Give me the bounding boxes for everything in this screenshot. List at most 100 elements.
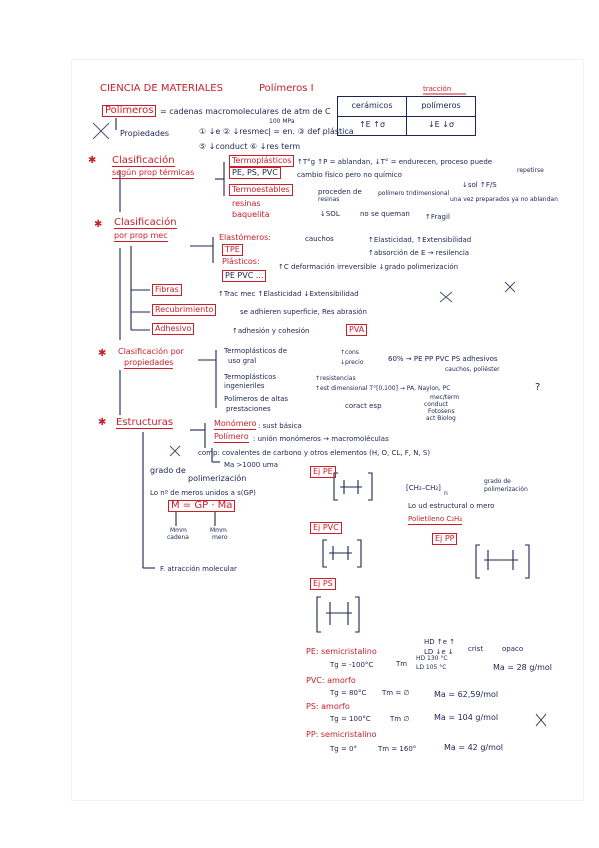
s2-title: Clasificación [114, 217, 177, 229]
s3-title-2: propiedades [124, 358, 174, 369]
monomero-label: Monómero [214, 419, 257, 430]
eq-label-1: Mmm [170, 527, 187, 534]
te-example-2: baquelita [232, 210, 270, 219]
s3-c1n2: conduct [424, 401, 449, 408]
s3-a1v2: cauchos, poliéster [445, 366, 500, 373]
elastomeros-label: Elastómeros: [219, 233, 271, 242]
table-header-polimeros: polímeros [407, 97, 475, 117]
adhesivo-text: ↑adhesión y cohesión [232, 327, 310, 335]
s4-title: Estructuras [116, 417, 174, 429]
eq-label-2b: mero [212, 534, 228, 541]
pvc-tm: Tm = ∅ [382, 689, 410, 697]
te-text-4: ↑Fragil [425, 213, 450, 221]
gp-equation: M = GP · Ma [168, 500, 236, 512]
pe-tm-hd: HD 130 °C [416, 655, 448, 662]
table-cell: ↑E ↑σ [358, 120, 386, 129]
prop-note: 100 MPa [269, 118, 295, 125]
notebook-page [72, 60, 583, 800]
tp-text-2b: repetirse [517, 167, 544, 174]
te-text-1b: resinas [318, 196, 340, 203]
s3-a1r2: ↓precio [340, 359, 364, 366]
pe-note-1: grado de [484, 478, 511, 485]
table-cell: ↓E ↓σ [427, 120, 455, 129]
s3-b1r2: ↑est dimensional T°[0,100] → PA, Naylon,… [315, 385, 451, 392]
fibras-text: ↑Trac mec ↑Elasticidad ↓Extensibilidad [218, 290, 359, 298]
question-mark: ? [535, 382, 541, 393]
propiedades-label: Propiedades [120, 129, 170, 138]
ej-pvc-box: Ej PVC [310, 522, 342, 534]
traccion-label: tracción [423, 85, 452, 93]
pe-formula: [CH₂–CH₂] [406, 484, 441, 492]
s3-a1r: ↑cons [340, 349, 359, 356]
tp-text-2: cambio físico pero no químico [297, 171, 402, 179]
te-text-1: proceden de [318, 188, 362, 196]
pe-crist: crist [468, 645, 484, 653]
s1-title-2: según prop térmicas [112, 168, 195, 179]
s3-title: Clasificación por [118, 347, 184, 356]
pe-summary-label: PE: semicristalino [306, 647, 377, 656]
star-bullet: ✱ [88, 155, 97, 166]
termoestables-box: Termoestables [229, 184, 293, 196]
te-text-1c: polímero tridimensional [378, 190, 450, 197]
page-title: CIENCIA DE MATERIALES [100, 83, 223, 94]
monomero-text: : sust básica [258, 422, 302, 430]
pp-ma: Ma = 42 g/mol [444, 743, 503, 752]
te-text-1d: una vez preparados ya no ablandan [450, 196, 558, 203]
pe-name: Polietileno C₂H₄ [408, 515, 463, 525]
s3-b1: Termoplásticos [224, 373, 277, 381]
te-text-2: ↓SOL [320, 210, 340, 218]
pp-summary-label: PP: semicristalino [306, 730, 377, 739]
polimeros-definition: = cadenas macromoleculares de atm de C [160, 107, 331, 116]
ps-summary-label: PS: amorfo [306, 702, 350, 711]
pe-note-3: Lo ud estructural o mero [408, 502, 495, 510]
plasticos-text: ↑C deformación irreversible ↓grado polim… [278, 263, 459, 271]
s3-c1b: prestaciones [226, 405, 271, 413]
pe-note-2: polimerización [484, 486, 528, 493]
tp-examples-box: PE, PS, PVC [229, 167, 281, 179]
f-atraccion: F. atracción molecular [160, 565, 237, 573]
te-example-1: resinas [232, 199, 261, 208]
adhesivo-box: Adhesivo [152, 323, 195, 335]
ps-tm: Tm ∅ [390, 715, 410, 723]
comp-text: comp: covalentes de carbono y otros elem… [198, 449, 431, 457]
s3-c1n1: mec/term [430, 394, 460, 401]
star-bullet: ✱ [98, 348, 107, 359]
recubrimiento-box: Recubrimiento [152, 304, 217, 316]
s3-c1n4: act Biolog [426, 415, 456, 422]
plasticos-label: Plásticos: [222, 257, 260, 266]
s3-b1b: ingenieriles [224, 382, 265, 390]
pp-tg: Tg = 0° [330, 745, 357, 753]
tpe-box: TPE [222, 244, 243, 256]
s3-b1r: ↑resistencias [315, 375, 356, 382]
recubrimiento-text: se adhieren superficie, Res abrasión [240, 308, 367, 316]
ej-pe-box: Ej PE [310, 466, 336, 478]
gp-title-2: polimerización [188, 474, 247, 483]
eq-label-2: Mmm [210, 527, 227, 534]
s1-title: Clasificación [112, 155, 175, 167]
prop-list-1: ① ↓e ② ↓resmec [199, 127, 269, 136]
pp-tm: Tm = 160° [378, 745, 417, 753]
tp-text-1: ↑T°g ↑P = ablandan, ↓T° = endurecen, pro… [297, 158, 493, 166]
comparison-table: cerámicos polímeros ↑E ↑σ ↓E ↓σ [337, 96, 476, 136]
pva-box: PVA [346, 324, 368, 336]
tp-text-3: ↓sol ↑F/S [462, 181, 497, 189]
termoplasticos-box: Termoplásticos [229, 155, 295, 167]
pe-tg: Tg = -100°C [330, 661, 374, 669]
elastomeros-result-1: ↑Elasticidad, ↑Extensibilidad [368, 236, 472, 244]
star-bullet: ✱ [98, 417, 107, 428]
ps-ma: Ma = 104 g/mol [434, 713, 499, 722]
pvc-ma: Ma = 62,59/mol [434, 690, 499, 699]
table-header-ceramicos: cerámicos [338, 97, 406, 117]
page-subtitle: Polímeros I [259, 83, 314, 94]
gp-text: Lo nº de meros unidos a s(GP) [150, 489, 256, 497]
elastomeros-sub: cauchos [305, 235, 334, 243]
prop-list-1b: | = en. ③ def plástica [268, 127, 354, 136]
polimero-label: Polímero [214, 432, 249, 443]
s3-a1b: uso gral [228, 357, 257, 365]
polimeros-term: Polímeros [102, 105, 157, 117]
pe-tm-label: Tm [396, 660, 408, 668]
pvc-summary-label: PVC: amorfo [306, 676, 356, 685]
ej-pp-box: Ej PP [432, 533, 458, 545]
pe-ld: LD ↓e ↓ [424, 648, 454, 656]
pe-ma: Ma = 28 g/mol [493, 663, 552, 672]
